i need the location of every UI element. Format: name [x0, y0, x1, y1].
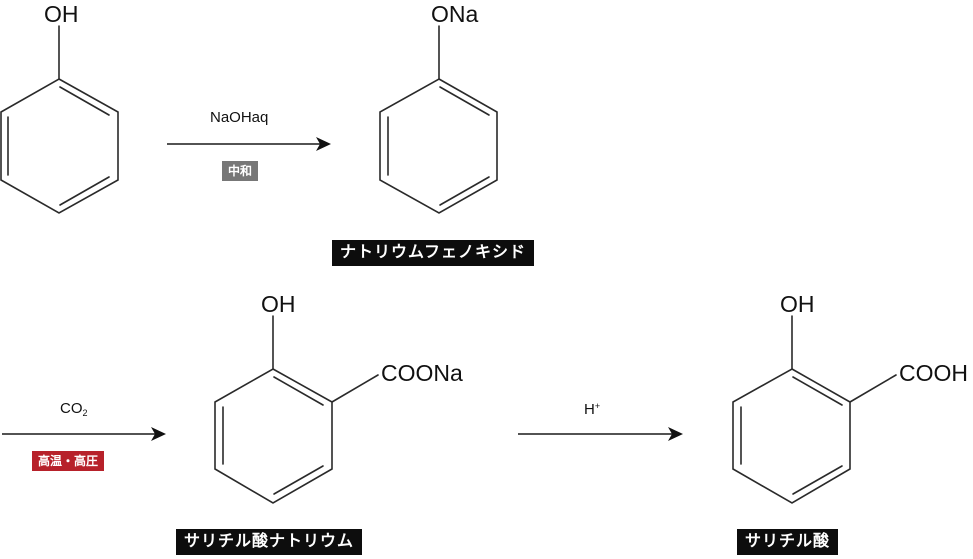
- double-bond: [273, 376, 324, 406]
- phenoxide-ona-label: ONa: [431, 1, 479, 27]
- double-bond: [792, 465, 843, 495]
- arrowhead-icon: [151, 427, 166, 441]
- bond: [331, 374, 379, 403]
- reagent-co2-base: CO: [60, 400, 83, 417]
- salicylate-oh-label: OH: [261, 291, 296, 317]
- double-bond: [439, 176, 490, 206]
- condition-badge-high-temp-pressure: 高温・高圧: [32, 451, 105, 471]
- reaction-arrow-2: [2, 427, 166, 441]
- name-label-sodium-salicylate: サリチル酸ナトリウム: [176, 529, 363, 555]
- double-bond: [59, 86, 110, 116]
- reaction-arrow-1: [167, 137, 331, 151]
- benzene-ring: [379, 78, 498, 214]
- double-bond: [59, 176, 110, 206]
- bond: [849, 374, 897, 403]
- benzene-ring: [0, 78, 119, 214]
- reagent-co2: CO2: [60, 401, 88, 418]
- reagent-h-superscript: +: [594, 401, 601, 411]
- phenol-structure: [0, 25, 119, 214]
- reagent-co2-subscript: 2: [82, 408, 88, 418]
- name-label-sodium-phenoxide: ナトリウムフェノキシド: [332, 240, 535, 266]
- name-label-salicylic-acid: サリチル酸: [737, 529, 839, 555]
- sodium-salicylate-structure: [214, 315, 379, 504]
- salicylic-acid-structure: [732, 315, 897, 504]
- benzene-ring: [732, 368, 851, 504]
- reagent-h-plus: H+: [584, 401, 601, 418]
- double-bond: [439, 86, 490, 116]
- reaction-arrow-3: [518, 427, 683, 441]
- condition-badge-neutralization: 中和: [222, 161, 259, 181]
- salicylic-cooh-label: COOH: [899, 360, 968, 386]
- arrowhead-icon: [668, 427, 683, 441]
- salicylate-coona-label: COONa: [381, 360, 463, 386]
- double-bond: [792, 376, 843, 406]
- benzene-ring: [214, 368, 333, 504]
- arrowhead-icon: [316, 137, 331, 151]
- sodium-phenoxide-structure: [379, 25, 498, 214]
- reagent-h-base: H: [584, 401, 595, 418]
- phenol-oh-label: OH: [44, 1, 79, 27]
- salicylic-oh-label: OH: [780, 291, 815, 317]
- reagent-naohaq: NaOHaq: [210, 109, 269, 126]
- double-bond: [273, 465, 324, 495]
